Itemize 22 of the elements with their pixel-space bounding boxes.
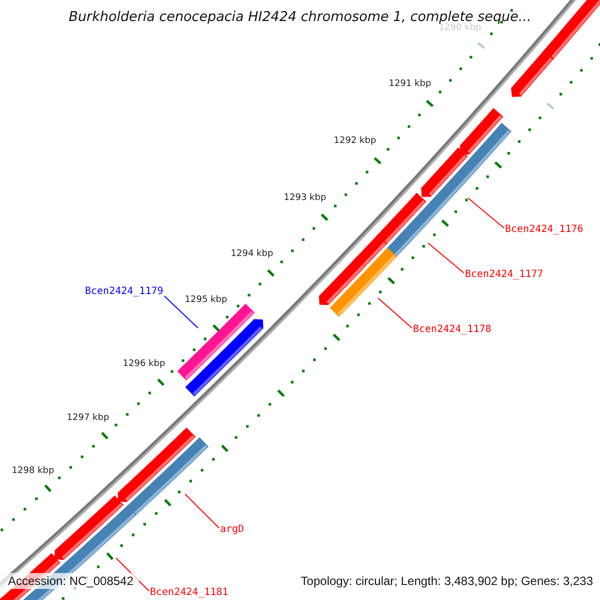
tick-label: 1297 kbp bbox=[66, 413, 110, 424]
gene-label: Bcen2424_1181 bbox=[150, 586, 228, 599]
gene-label: Bcen2424_1178 bbox=[413, 323, 492, 336]
gene-label: Bcen2424_1176 bbox=[505, 223, 584, 236]
gene-label: Bcen2424_1177 bbox=[465, 268, 544, 281]
tick-label: 1294 kbp bbox=[230, 249, 274, 260]
leader-line bbox=[164, 296, 198, 328]
leader-line bbox=[468, 198, 504, 228]
gene-label: argD bbox=[220, 523, 244, 536]
map-title: Burkholderia cenocepacia HI2424 chromosome 1, complete seque... bbox=[68, 9, 532, 25]
leader-line bbox=[184, 494, 220, 528]
tick-label: 1298 kbp bbox=[12, 466, 54, 477]
accession-text: Accession: NC_008542 bbox=[0, 573, 140, 589]
tick-label: 1295 kbp bbox=[184, 295, 228, 306]
leader-line bbox=[378, 298, 412, 328]
genome-summary-text: Topology: circular; Length: 3,483,902 bp; Genes: 3,233 bbox=[300, 573, 593, 589]
tick-label: 1292 kbp bbox=[334, 136, 376, 147]
tick-label: 1296 kbp bbox=[122, 359, 166, 370]
leader-line bbox=[428, 242, 464, 274]
gene-label: Bcen2424_1179 bbox=[85, 285, 164, 298]
tick-label: 1293 kbp bbox=[284, 193, 326, 204]
tick-label: 1291 kbp bbox=[388, 79, 432, 90]
